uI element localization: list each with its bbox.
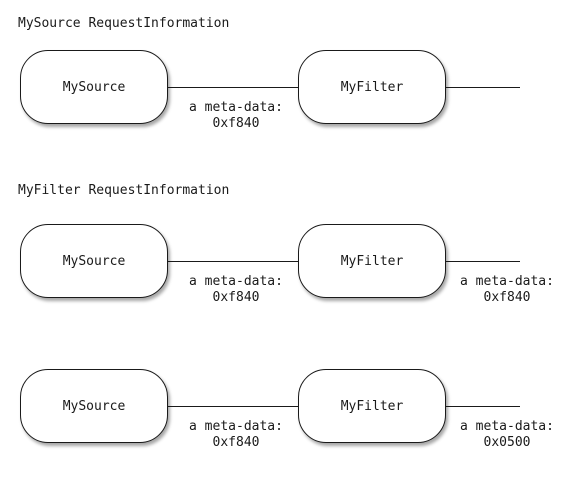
- mysource-node-label: MySource: [62, 253, 126, 269]
- link1-meta-value: 0xf840: [212, 435, 260, 450]
- section-title-mysource-request: MySource RequestInformation: [18, 16, 230, 31]
- myfilter-node: MyFilter: [298, 50, 446, 124]
- link1-meta-data: a meta-data: 0xf840: [176, 419, 296, 451]
- mysource-node: MySource: [20, 369, 168, 443]
- link1-meta-value: 0xf840: [212, 116, 260, 131]
- source-filter-connector: [168, 87, 298, 88]
- mysource-node: MySource: [20, 50, 168, 124]
- source-filter-connector: [168, 261, 298, 262]
- link2-meta-value: 0xf840: [483, 290, 531, 305]
- filter-output-connector: [446, 87, 520, 88]
- link2-meta-label: a meta-data:: [460, 419, 554, 434]
- mysource-node-label: MySource: [62, 79, 126, 95]
- myfilter-node-label: MyFilter: [340, 398, 404, 414]
- pipeline-row-2: MySource MyFilter a meta-data: 0xf840 a …: [0, 224, 571, 306]
- mysource-node-label: MySource: [62, 398, 126, 414]
- mysource-node: MySource: [20, 224, 168, 298]
- link2-meta-label: a meta-data:: [460, 274, 554, 289]
- source-filter-connector: [168, 406, 298, 407]
- link2-meta-data: a meta-data: 0xf840: [447, 274, 567, 306]
- pipeline-row-3: MySource MyFilter a meta-data: 0xf840 a …: [0, 369, 571, 451]
- myfilter-node-label: MyFilter: [340, 79, 404, 95]
- pipeline-row-1: MySource MyFilter a meta-data: 0xf840: [0, 50, 571, 132]
- myfilter-node: MyFilter: [298, 369, 446, 443]
- link1-meta-value: 0xf840: [212, 290, 260, 305]
- filter-output-connector: [446, 406, 520, 407]
- link2-meta-value: 0x0500: [483, 435, 531, 450]
- link1-meta-data: a meta-data: 0xf840: [176, 100, 296, 132]
- link2-meta-data: a meta-data: 0x0500: [447, 419, 567, 451]
- link1-meta-label: a meta-data:: [189, 274, 283, 289]
- myfilter-node: MyFilter: [298, 224, 446, 298]
- filter-output-connector: [446, 261, 520, 262]
- link1-meta-data: a meta-data: 0xf840: [176, 274, 296, 306]
- link1-meta-label: a meta-data:: [189, 419, 283, 434]
- myfilter-node-label: MyFilter: [340, 253, 404, 269]
- section-title-myfilter-request: MyFilter RequestInformation: [18, 183, 230, 198]
- link1-meta-label: a meta-data:: [189, 100, 283, 115]
